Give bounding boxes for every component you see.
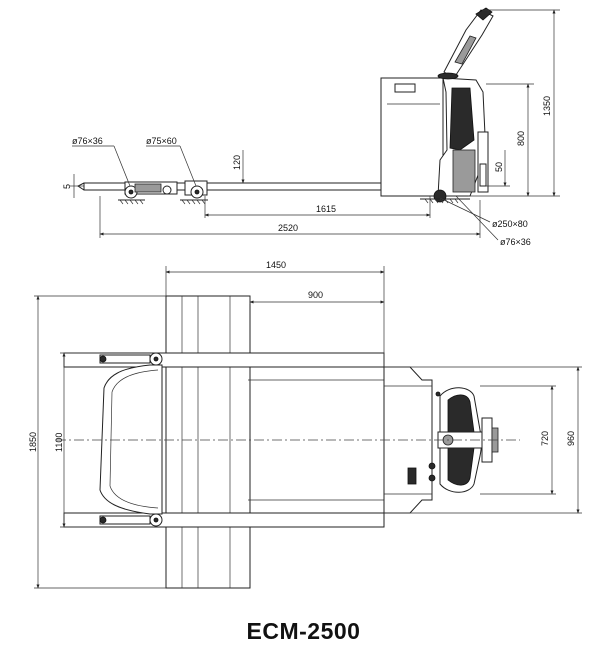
dim-length-1450: 1450: [266, 260, 286, 270]
top-view-dimensions: 1450 900 1850 1100 960 720: [28, 260, 582, 589]
dim-height-50: 50: [494, 162, 504, 172]
dim-width-960: 960: [566, 431, 576, 446]
tiller-arm: [437, 7, 494, 80]
dim-height-120: 120: [232, 155, 242, 170]
load-wheel-top-upper: [99, 352, 163, 366]
model-title: ECM-2500: [246, 618, 361, 644]
truck-body-side: [380, 77, 489, 203]
dim-wheel-mid-label: ø75×60: [146, 136, 177, 146]
dim-width-720: 720: [540, 431, 550, 446]
pallet-cutout: [99, 364, 163, 515]
dim-length-1615: 1615: [316, 204, 336, 214]
fork-tip: [77, 182, 85, 191]
dim-width-1100: 1100: [54, 433, 64, 452]
dim-length-2520: 2520: [278, 223, 298, 233]
top-view: 1450 900 1850 1100 960 720: [28, 260, 582, 589]
load-wheel-top-lower: [99, 513, 163, 527]
pallet-outline: [165, 295, 251, 589]
side-view: 5 ø76×36 ø75×60 120 1615 2520 ø250×80: [62, 7, 560, 247]
dim-caster-wheel-label: ø76×36: [500, 237, 531, 247]
dim-ground-mark: 5: [62, 184, 72, 189]
load-wheel-left: [118, 181, 178, 205]
dim-wheel-left-label: ø76×36: [72, 136, 103, 146]
dim-length-900: 900: [308, 290, 323, 300]
load-wheel-mid: [180, 180, 208, 205]
dim-width-1850: 1850: [28, 432, 38, 452]
dim-height-1350: 1350: [542, 96, 552, 116]
side-view-dimensions: 5 ø76×36 ø75×60 120 1615 2520 ø250×80: [62, 9, 560, 247]
dim-height-800: 800: [516, 131, 526, 146]
dim-drive-wheel-label: ø250×80: [492, 219, 528, 229]
